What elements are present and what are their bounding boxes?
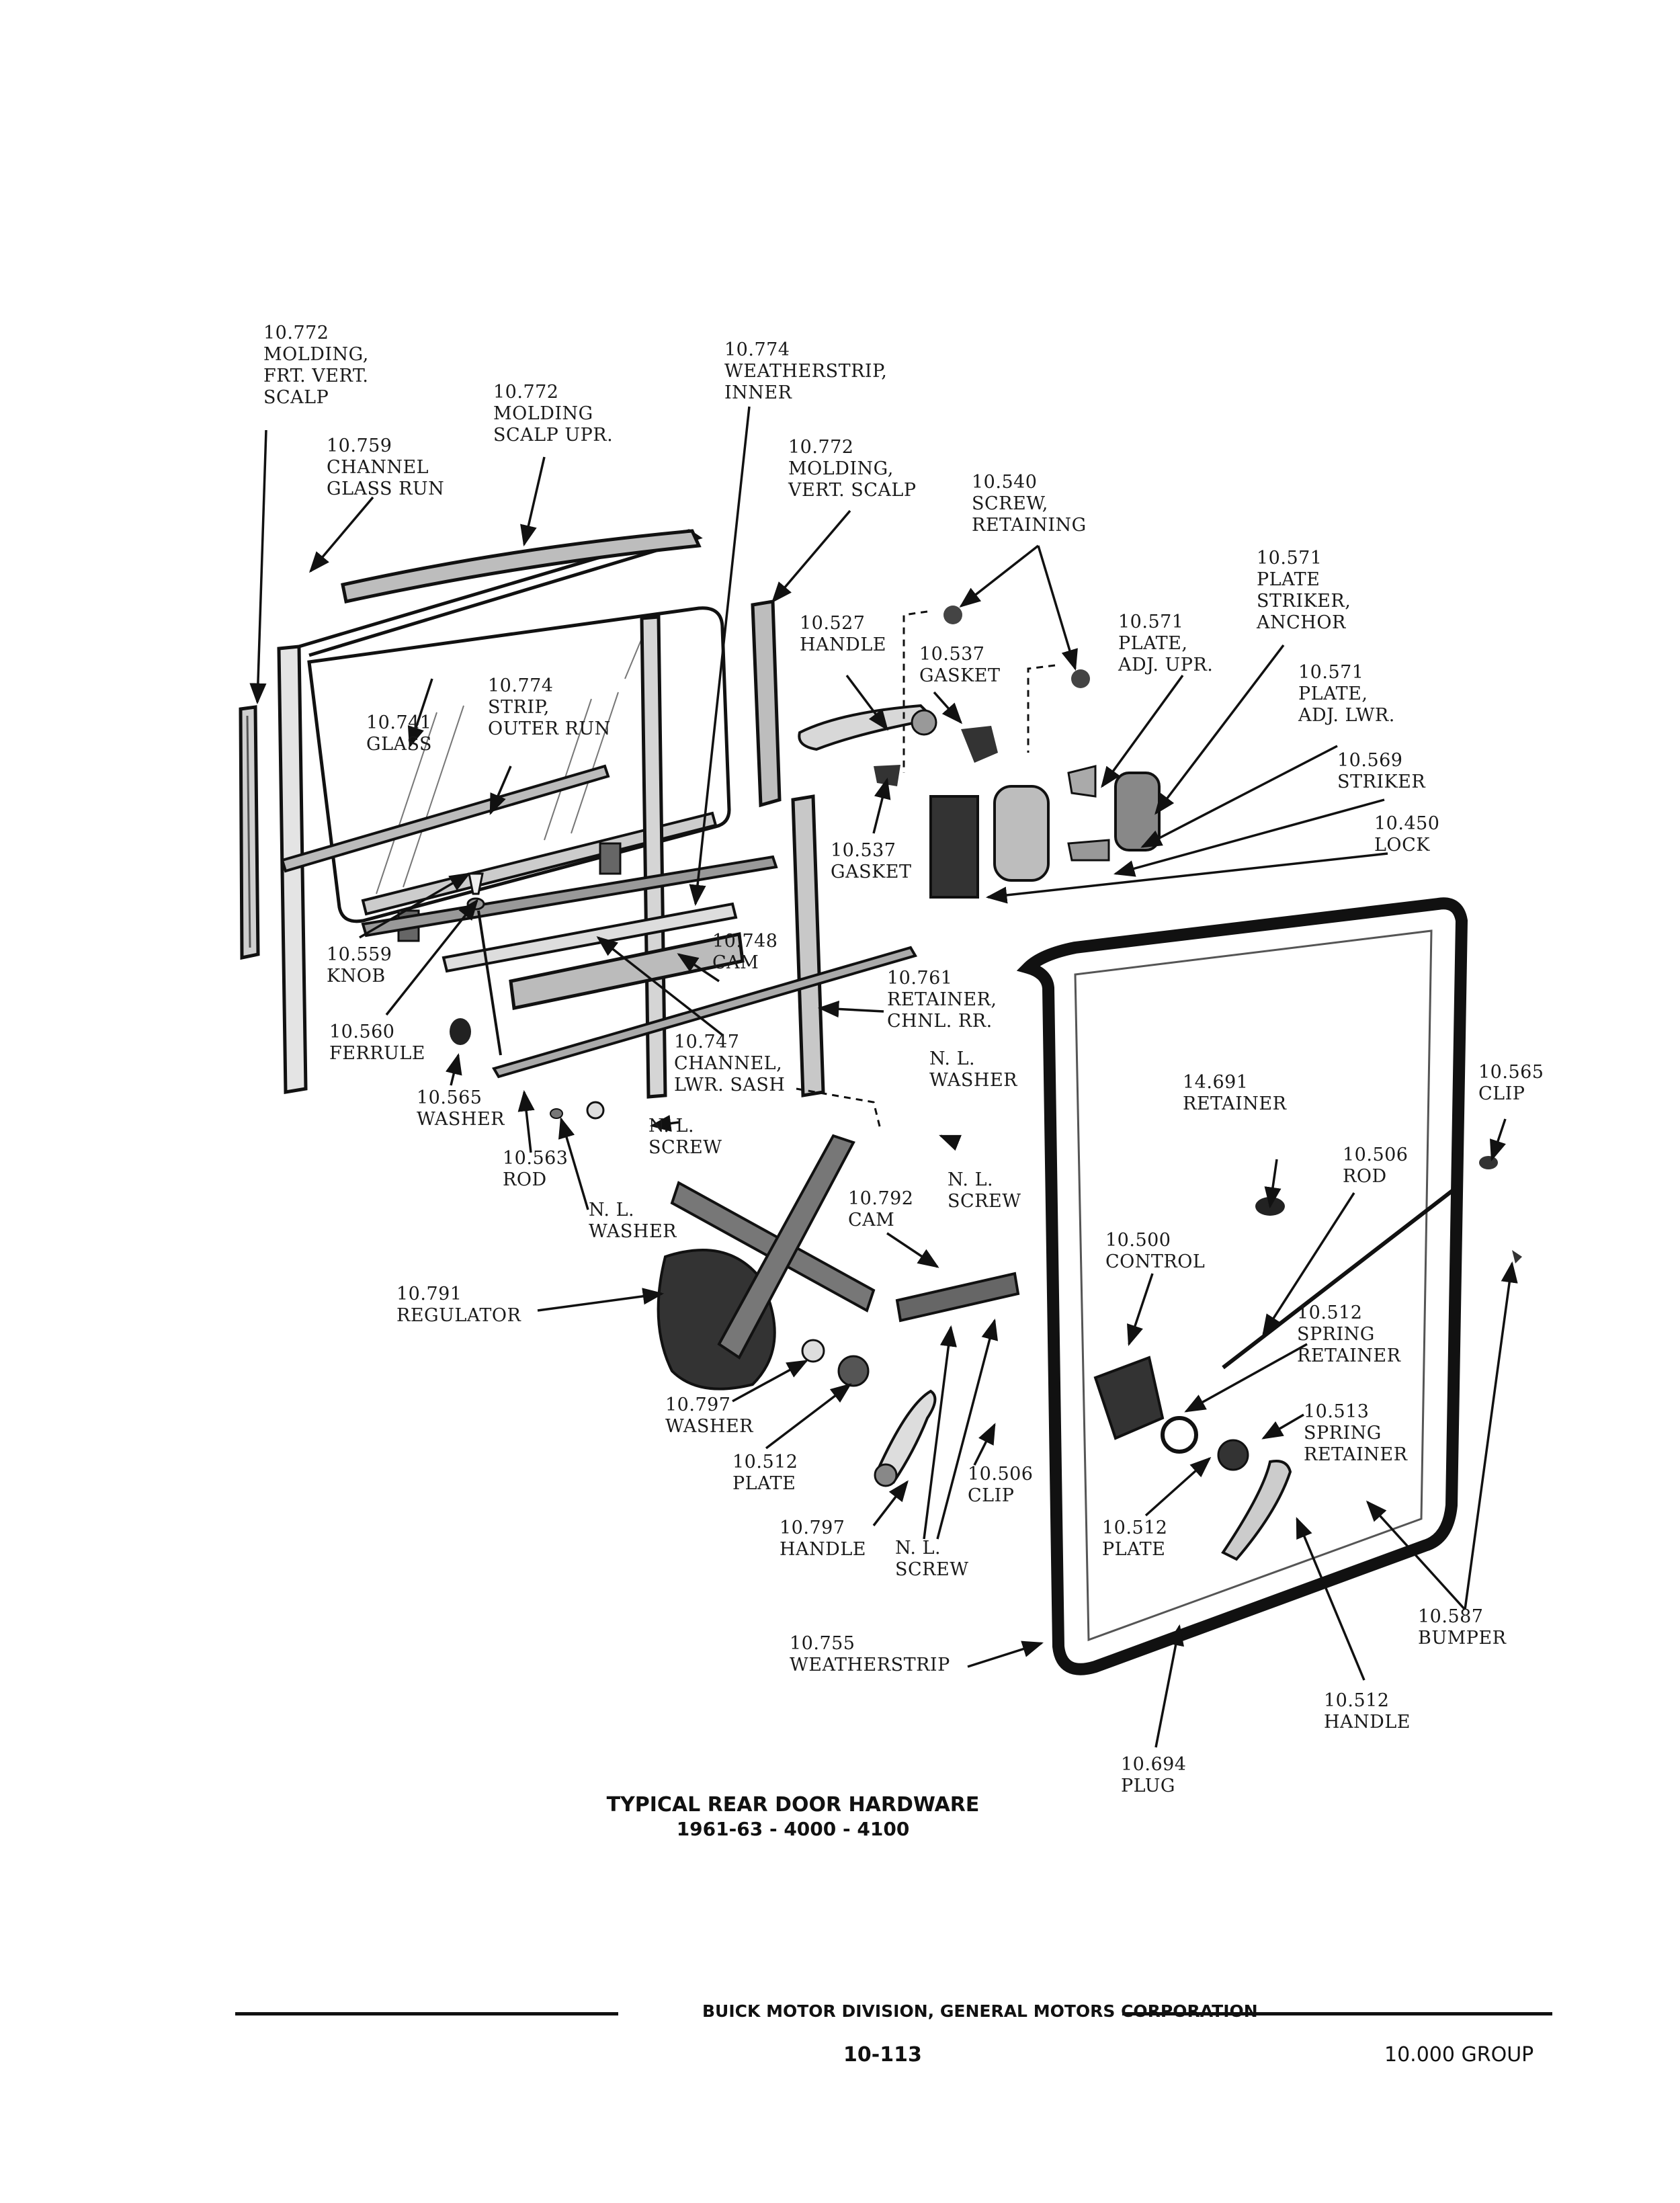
weatherstrip-755-part bbox=[1016, 897, 1468, 1675]
molding-scalp-upr-part bbox=[341, 529, 702, 604]
handle-outside-part bbox=[798, 606, 1090, 786]
caption-subtitle: 1961-63 - 4000 - 4100 bbox=[676, 1818, 910, 1840]
label-nl-screw-right: N. L.SCREW bbox=[948, 1169, 1021, 1212]
footer-page-number: 10-113 bbox=[843, 2043, 922, 2067]
footer-corporation: BUICK MOTOR DIVISION, GENERAL MOTORS COR… bbox=[702, 2001, 1258, 2021]
molding-frt-vert-part bbox=[239, 705, 260, 960]
cam-part bbox=[491, 946, 918, 1079]
footer-group: 10.000 GROUP bbox=[1384, 2043, 1534, 2067]
figure-caption: TYPICAL REAR DOOR HARDWARE 1961-63 - 400… bbox=[591, 1793, 995, 1841]
caption-title: TYPICAL REAR DOOR HARDWARE bbox=[606, 1793, 980, 1817]
label-nl-washer-left: N. L.WASHER bbox=[589, 1200, 677, 1242]
leader-lines bbox=[249, 406, 1518, 1748]
molding-vert-scalp-part bbox=[751, 599, 782, 808]
footer-rule-right bbox=[1122, 2012, 1552, 2015]
dashed-leaders bbox=[796, 610, 1056, 1130]
regulator-part bbox=[657, 1134, 876, 1390]
label-nl-washer-right: N. L.WASHER bbox=[929, 1048, 1017, 1091]
lock-part bbox=[929, 765, 1161, 899]
footer-rule-left bbox=[235, 2012, 618, 2015]
glass-part bbox=[307, 606, 731, 923]
retainer-chnl-rr-part bbox=[791, 794, 825, 1097]
channel-lwr-sash-part bbox=[442, 902, 745, 1010]
cam-792-part bbox=[895, 1272, 1020, 1323]
handle-797-part bbox=[874, 1389, 937, 1487]
label-nl-screw-upper: N. L.SCREW bbox=[648, 1116, 722, 1158]
label-nl-screw-lower: N. L.SCREW bbox=[895, 1538, 969, 1580]
knob-ferrule-part bbox=[450, 872, 605, 1120]
